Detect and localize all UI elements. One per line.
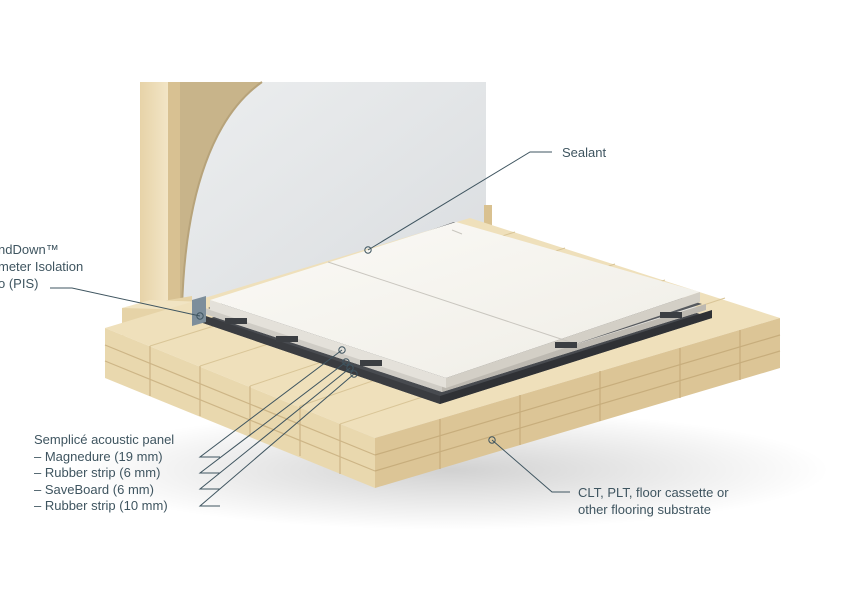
leader-rubber-10-dot <box>350 370 358 378</box>
leader-lines <box>50 151 570 507</box>
leader-magnedure <box>198 349 343 458</box>
rubber-strip-10mm-edge <box>200 314 440 404</box>
leader-sealant-dot <box>364 246 372 254</box>
label-pis-line2: meter Isolation <box>0 259 83 274</box>
label-sealant: Sealant <box>562 145 606 160</box>
rubber-pad-3 <box>360 360 382 366</box>
label-panel-title: Semplicé acoustic panel <box>34 432 174 447</box>
saveboard-6mm-edge <box>205 308 442 392</box>
perimeter-isolation-strip <box>192 296 206 326</box>
label-panel-item-rubber-10: – Rubber strip (10 mm) <box>34 498 168 513</box>
label-panel-item-saveboard: – SaveBoard (6 mm) <box>34 482 154 497</box>
leader-saveboard-dot <box>346 364 354 372</box>
labels: Sealant ndDown™ meter Isolation o (PIS) … <box>0 145 729 517</box>
label-pis-line3: o (PIS) <box>0 276 38 291</box>
leader-rubber-6-dot <box>342 358 350 366</box>
wall-assembly <box>122 81 492 336</box>
panel-joint-1 <box>327 261 571 343</box>
acoustic-panel-stack <box>192 222 712 404</box>
leader-pis <box>50 287 201 317</box>
leader-magnedure-dot <box>338 346 346 354</box>
panel-joint-2 <box>451 229 463 235</box>
rubber-pad-2 <box>276 336 298 342</box>
clt-right-face <box>375 318 780 488</box>
wall-stud-front <box>140 82 168 318</box>
magnedure-19mm <box>210 222 700 378</box>
leader-sealant <box>367 151 552 251</box>
leader-substrate-dot <box>488 436 496 444</box>
leader-rubber-6 <box>198 361 347 474</box>
label-panel-item-rubber-6: – Rubber strip (6 mm) <box>34 465 160 480</box>
label-substrate-line1: CLT, PLT, floor cassette or <box>578 485 729 500</box>
leader-rubber-10 <box>198 373 355 507</box>
magnedure-19mm-edge-r <box>446 292 700 388</box>
leader-substrate <box>491 439 570 493</box>
wall-stud-side <box>168 82 180 312</box>
leader-saveboard <box>198 367 351 490</box>
clt-left-face <box>105 328 375 488</box>
wall-board <box>178 82 486 318</box>
rubber-strip-10mm-edge-r <box>440 310 712 404</box>
rubber-pad-1 <box>225 318 247 324</box>
leader-pis-dot <box>196 312 204 320</box>
label-pis-line1: ndDown™ <box>0 242 59 257</box>
label-panel-item-magnedure: – Magnedure (19 mm) <box>34 449 163 464</box>
wall-insulation-cutaway <box>178 82 262 310</box>
rubber-pad-5 <box>660 312 682 318</box>
wall-cutaway-edge <box>181 81 263 311</box>
label-substrate-line2: other flooring substrate <box>578 502 711 517</box>
magnedure-19mm-edge <box>210 300 446 388</box>
rubber-pad-4 <box>555 342 577 348</box>
